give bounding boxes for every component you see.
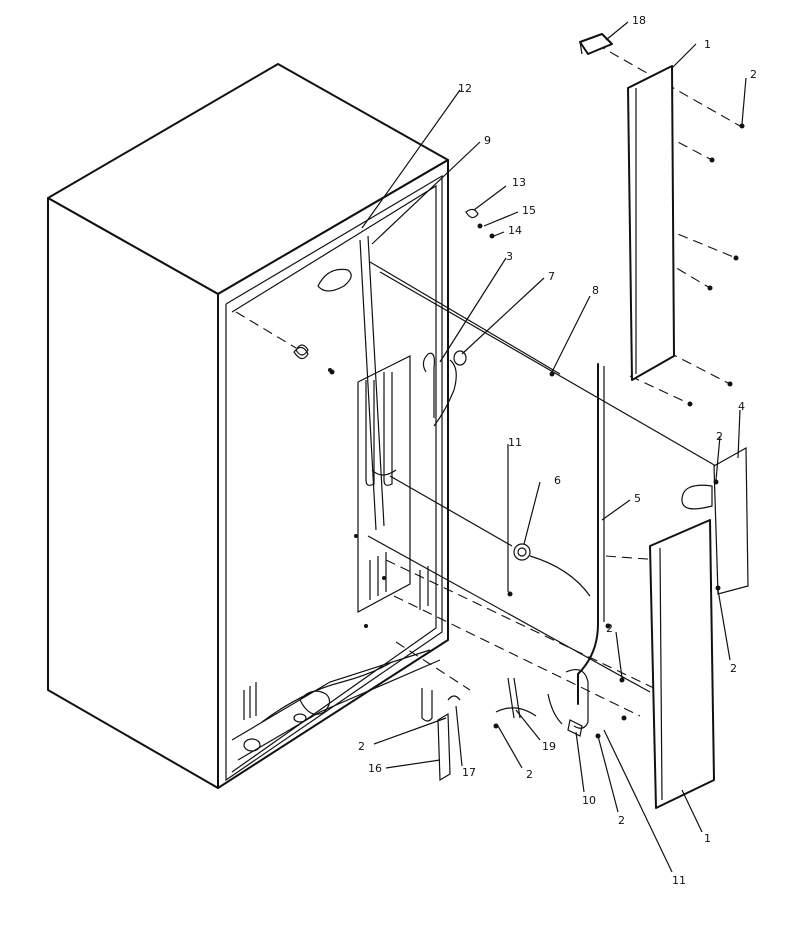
callout-17: 17 <box>462 766 476 779</box>
callout-13: 13 <box>512 176 526 189</box>
callout-2-bottom: 2 <box>526 768 533 781</box>
callout-10: 10 <box>582 794 596 807</box>
callout-19: 19 <box>542 740 556 753</box>
callout-2-lowright: 2 <box>730 662 737 675</box>
callout-15: 15 <box>522 204 536 217</box>
callout-12: 12 <box>458 82 472 95</box>
refrigerator-cabinet <box>47 63 467 789</box>
callout-6: 6 <box>554 474 561 487</box>
loose-parts <box>293 123 745 782</box>
callout-2-mid: 2 <box>606 622 613 635</box>
callout-8: 8 <box>592 284 599 297</box>
callout-2-left: 2 <box>358 740 365 753</box>
callout-14: 14 <box>508 224 522 237</box>
callout-11-mid: 11 <box>508 436 522 449</box>
callout-5: 5 <box>634 492 641 505</box>
callout-7: 7 <box>548 270 555 283</box>
callout-labels: 1 2 18 12 9 13 15 14 3 7 8 4 2 11 6 5 2 … <box>358 14 757 887</box>
callout-2-bottom2: 2 <box>618 814 625 827</box>
callout-2-top: 2 <box>750 68 757 81</box>
callout-18: 18 <box>632 14 646 27</box>
callout-4: 4 <box>738 400 745 413</box>
callout-16: 16 <box>368 762 382 775</box>
callout-2-right: 2 <box>716 430 723 443</box>
callout-1-top: 1 <box>704 38 711 51</box>
assembly-lines <box>235 43 741 717</box>
callout-3: 3 <box>506 250 513 263</box>
callout-leaders <box>361 21 747 873</box>
callout-1-bottom: 1 <box>704 832 711 845</box>
panels <box>579 33 749 809</box>
callout-11-bottom: 11 <box>672 874 686 887</box>
callout-9: 9 <box>484 134 491 147</box>
